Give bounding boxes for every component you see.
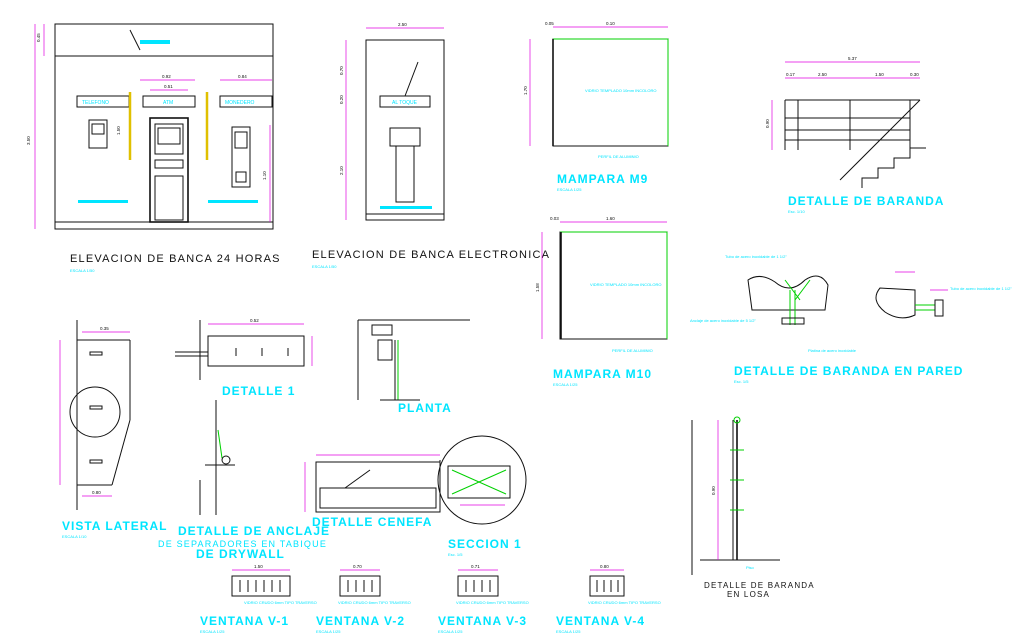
detalle-1: 0.52 DETALLE 1	[175, 318, 313, 398]
title-detalle-baranda-pared: DETALLE DE BARANDA EN PARED	[734, 364, 963, 378]
scale-detalle-baranda-pared: Esc. 1/5	[734, 379, 749, 384]
ventana-v4: 0.80 VIDRIO CRUDO 6mm TIPO TRAVERSO VENT…	[556, 564, 661, 634]
ventana-v3: 0.71 VIDRIO CRUDO 6mm TIPO TRAVERSO VENT…	[438, 564, 529, 634]
dim-elev-el-h-mid: 0.20	[339, 95, 344, 104]
note-v4-vidrio: VIDRIO CRUDO 6mm TIPO TRAVERSO	[588, 600, 661, 605]
dim-m9-w: 0.10	[606, 21, 615, 26]
note-losa-piso: Piso	[746, 565, 755, 570]
note-pared-platina: Platina de acero inoxidable	[808, 348, 857, 353]
note-pared-tubo: Tubo de acero inoxidable de 1 1/2"	[725, 254, 787, 259]
mampara-m9: 0.10 0.05 1.70 VIDRIO TEMPLADO 10mm INCO…	[523, 21, 669, 192]
title-mampara-m9: MAMPARA M9	[557, 172, 648, 186]
planta: PLANTA	[357, 319, 470, 415]
dim-baranda-w-d: 0.30	[910, 72, 919, 77]
dim-elev24-mid-w: 0.84	[238, 74, 247, 79]
note-pared-tubo-right: Tubo de acero inoxidable de 1 1/2"	[950, 286, 1012, 291]
scale-detalle-baranda: Esc. 1/10	[788, 209, 805, 214]
title-ventana-v3: VENTANA V-3	[438, 614, 527, 628]
title-vista-lateral: VISTA LATERAL	[62, 519, 167, 533]
dim-baranda-w-a: 0.17	[786, 72, 795, 77]
scale-elev-electronica: ESCALA 1/50	[312, 264, 337, 269]
dim-m10-h: 1.58	[535, 283, 540, 292]
note-m10-perfil: PERFIL DE ALUMINIO	[612, 348, 653, 353]
sign-atm: ATM	[163, 100, 173, 106]
scale-vista-lateral: ESCALA 1/10	[62, 534, 87, 539]
subtitle-detalle-anclaje-2: DE SEPARADORES EN TABIQUE	[158, 539, 327, 549]
title-detalle-1: DETALLE 1	[222, 384, 295, 398]
ventana-v2: 0.70 VIDRIO CRUDO 6mm TIPO TRAVERSO VENT…	[316, 564, 411, 634]
detalle-baranda-en-losa: 0.90 Piso DETALLE DE BARANDA EN LOSA	[691, 416, 815, 599]
mampara-m10: 1.60 0.03 1.58 VIDRIO TEMPLADO 10mm INCO…	[535, 216, 668, 387]
detalle-anclaje: DETALLE DE ANCLAJE DE SEPARADORES EN TAB…	[158, 400, 330, 561]
dim-losa-h: 0.90	[711, 486, 716, 495]
seccion-1: SECCION 1 Esc. 1/5	[437, 435, 527, 557]
title-seccion-1: SECCION 1	[448, 537, 522, 551]
sign-telefono: TELEFONO	[82, 100, 109, 106]
dim-elev24-top-w: 0.92	[162, 74, 171, 79]
scale-seccion-1: Esc. 1/5	[448, 552, 463, 557]
scale-ventana-v1: ESCALA 1/25	[200, 629, 225, 634]
title-detalle-baranda: DETALLE DE BARANDA	[788, 194, 944, 208]
title-baranda-losa-2: EN LOSA	[727, 590, 770, 599]
dim-elev24-h-total: 3.50	[26, 136, 31, 145]
dim-baranda-w-b: 2.50	[818, 72, 827, 77]
dim-elev-el-w: 2.50	[398, 22, 407, 27]
scale-ventana-v4: ESCALA 1/25	[556, 629, 581, 634]
note-v1-vidrio: VIDRIO CRUDO 6mm TIPO TRAVERSO	[244, 600, 317, 605]
sign-al-toque: AL TOQUE	[392, 100, 418, 106]
sign-monedero: MONEDERO	[225, 100, 255, 106]
title-ventana-v1: VENTANA V-1	[200, 614, 289, 628]
dim-baranda-h: 0.90	[765, 119, 770, 128]
note-pared-anclaje: Anclaje de acero inoxidable de 5 1/2"	[690, 318, 756, 323]
dim-vista-w: 0.35	[100, 326, 109, 331]
vista-lateral: 0.35 0.80 VISTA LATERAL ESCALA 1/10	[59, 320, 167, 539]
scale-mampara-m9: ESCALA 1/25	[557, 187, 582, 192]
detalle-baranda: 5.37 0.17 2.50 1.50 0.30 0.90 DETALLE DE…	[765, 56, 944, 214]
dim-elev-el-h-low: 2.10	[339, 166, 344, 175]
title-mampara-m10: MAMPARA M10	[553, 367, 652, 381]
ventana-v1: 1.50 VIDRIO CRUDO 6mm TIPO TRAVERSO VENT…	[200, 564, 317, 634]
dim-m9-w-left: 0.05	[545, 21, 554, 26]
dim-elev-el-h-top: 0.70	[339, 66, 344, 75]
elevacion-banca-24-horas: TELEFONO ATM MONEDERO 3.50 0.45 0.92	[26, 23, 281, 273]
dim-v4-w: 0.80	[600, 564, 609, 569]
dim-m10-w-left: 0.03	[550, 216, 559, 221]
elevacion-banca-electronica: AL TOQUE 2.50 0.70 0.20 2.10 ELEVACION D…	[312, 22, 550, 269]
dim-v2-w: 0.70	[353, 564, 362, 569]
title-elev-electronica: ELEVACION DE BANCA ELECTRONICA	[312, 249, 550, 261]
scale-elev-24h: ESCALA 1/50	[70, 268, 95, 273]
dim-elev24-h-top: 0.45	[36, 33, 41, 42]
dim-m9-h: 1.70	[523, 86, 528, 95]
subtitle-detalle-anclaje-3: DE DRYWALL	[196, 547, 285, 561]
title-detalle-anclaje: DETALLE DE ANCLAJE	[178, 524, 330, 538]
note-v2-vidrio: VIDRIO CRUDO 6mm TIPO TRAVERSO	[338, 600, 411, 605]
dim-baranda-w-total: 5.37	[848, 56, 857, 61]
title-planta: PLANTA	[398, 401, 452, 415]
title-detalle-cenefa: DETALLE CENEFA	[312, 515, 432, 529]
scale-ventana-v3: ESCALA 1/25	[438, 629, 463, 634]
title-ventana-v4: VENTANA V-4	[556, 614, 645, 628]
note-m10-vidrio: VIDRIO TEMPLADO 10mm INCOLORO	[590, 282, 662, 287]
dim-m10-w: 1.60	[606, 216, 615, 221]
dim-vista-w-bottom: 0.80	[92, 490, 101, 495]
note-m9-vidrio: VIDRIO TEMPLADO 10mm INCOLORO	[585, 88, 657, 93]
dim-elev24-h-mid: 1.50	[116, 126, 121, 135]
dim-detalle1-w: 0.52	[250, 318, 259, 323]
detalle-baranda-en-pared: Tubo de acero inoxidable de 1 1/2" Ancla…	[690, 254, 1012, 384]
note-v3-vidrio: VIDRIO CRUDO 6mm TIPO TRAVERSO	[456, 600, 529, 605]
scale-mampara-m10: ESCALA 1/25	[553, 382, 578, 387]
detalle-cenefa: DETALLE CENEFA	[304, 454, 441, 529]
dim-elev24-h-low: 1.10	[262, 171, 267, 180]
dim-v3-w: 0.71	[471, 564, 480, 569]
title-baranda-losa-1: DETALLE DE BARANDA	[704, 581, 815, 590]
title-elev-24h: ELEVACION DE BANCA 24 HORAS	[70, 253, 281, 265]
dim-elev24-atm-w: 0.51	[164, 84, 173, 89]
title-ventana-v2: VENTANA V-2	[316, 614, 405, 628]
scale-ventana-v2: ESCALA 1/25	[316, 629, 341, 634]
dim-v1-w: 1.50	[254, 564, 263, 569]
note-m9-perfil: PERFIL DE ALUMINIO	[598, 154, 639, 159]
dim-baranda-w-c: 1.50	[875, 72, 884, 77]
